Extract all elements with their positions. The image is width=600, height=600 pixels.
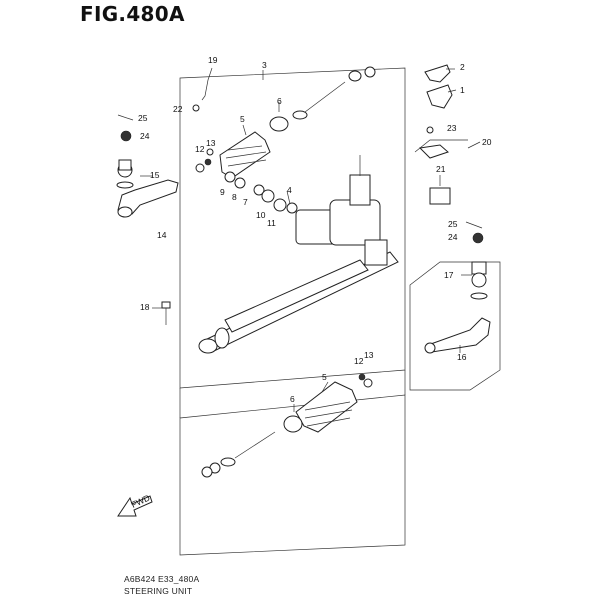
callout-23: 23 bbox=[447, 123, 457, 133]
callout-1: 1 bbox=[460, 85, 465, 95]
callout-20: 20 bbox=[482, 137, 492, 147]
steering-gear-housing bbox=[198, 155, 399, 354]
callout-4: 4 bbox=[287, 185, 292, 195]
tie-rod-end-right bbox=[424, 261, 491, 354]
callout-3: 3 bbox=[262, 60, 267, 70]
tie-rod-end-right-frame bbox=[409, 261, 501, 391]
callout-6-lower: 6 bbox=[290, 394, 295, 404]
callout-25-right: 25 bbox=[448, 219, 458, 229]
callout-24-left: 24 bbox=[140, 131, 150, 141]
fwd-arrow-icon: FWD bbox=[117, 493, 153, 517]
figure-code: A6B424 E33_480A bbox=[124, 574, 200, 584]
rack-boot-lower bbox=[283, 381, 358, 433]
figure-title: FIG.480A bbox=[80, 2, 185, 26]
callout-19: 19 bbox=[208, 55, 218, 65]
dust-boot-1 bbox=[426, 84, 453, 109]
callout-18: 18 bbox=[140, 302, 150, 312]
callout-24-right: 24 bbox=[448, 232, 458, 242]
callout-2: 2 bbox=[460, 62, 465, 72]
callout-8: 8 bbox=[232, 192, 237, 202]
callout-5-upper: 5 bbox=[240, 114, 245, 124]
inner-tie-rod-lower bbox=[201, 431, 276, 478]
callout-16: 16 bbox=[457, 352, 467, 362]
callout-22: 22 bbox=[173, 104, 183, 114]
bolt-18 bbox=[161, 301, 171, 325]
callout-12-lower: 12 bbox=[354, 356, 364, 366]
callout-21: 21 bbox=[436, 164, 446, 174]
callout-25-left: 25 bbox=[138, 113, 148, 123]
nut-24-left-icon bbox=[120, 130, 132, 142]
callout-7: 7 bbox=[243, 197, 248, 207]
callout-5-lower: 5 bbox=[322, 372, 327, 382]
callout-13-lower: 13 bbox=[364, 350, 374, 360]
callout-13-upper: 13 bbox=[206, 138, 216, 148]
label-plate-21 bbox=[429, 187, 451, 205]
dust-boot-2 bbox=[424, 64, 451, 83]
callout-9: 9 bbox=[220, 187, 225, 197]
callout-17: 17 bbox=[444, 270, 454, 280]
rack-boot-upper bbox=[219, 116, 289, 179]
callout-14: 14 bbox=[157, 230, 167, 240]
callout-10: 10 bbox=[256, 210, 266, 220]
tie-rod-end-left bbox=[116, 159, 179, 218]
callout-6-upper: 6 bbox=[277, 96, 282, 106]
nut-24-right-icon bbox=[472, 232, 484, 244]
inner-tie-rod-upper bbox=[292, 66, 376, 120]
callout-15: 15 bbox=[150, 170, 160, 180]
figure-name: STEERING UNIT bbox=[124, 586, 193, 596]
callout-11: 11 bbox=[267, 218, 276, 228]
callout-12-upper: 12 bbox=[195, 144, 205, 154]
